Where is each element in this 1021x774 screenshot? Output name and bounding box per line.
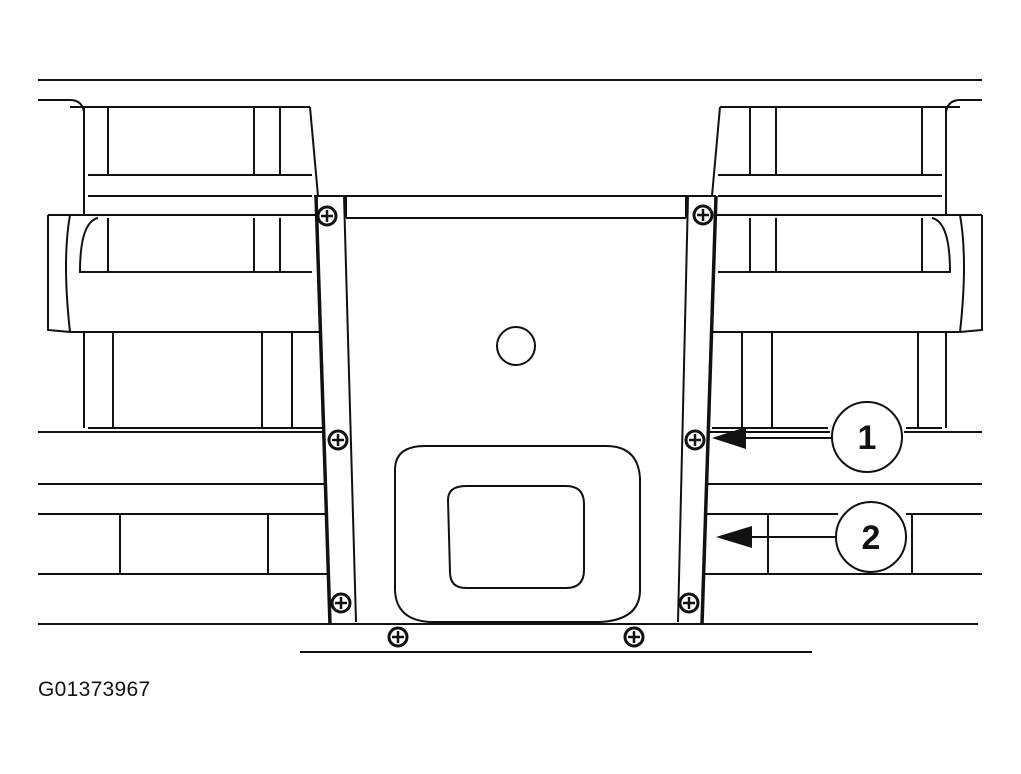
center-bracket <box>309 106 721 197</box>
callout-circle <box>835 501 907 573</box>
callout-circle <box>831 401 903 473</box>
screws <box>316 204 714 648</box>
callout-2: 2 <box>716 501 907 573</box>
center-hole <box>496 326 536 366</box>
screw-icon <box>623 626 645 648</box>
plate-window <box>446 485 585 589</box>
arrow-icon <box>712 427 746 449</box>
callout-number: 1 <box>858 419 877 457</box>
figure-id-label: G01373967 <box>38 678 151 701</box>
right-grille-bars <box>704 107 983 575</box>
plate-recess <box>394 445 641 623</box>
screw-icon <box>692 204 714 226</box>
license-plate-bracket <box>314 195 718 625</box>
left-grille-bars <box>38 107 328 575</box>
screw-icon <box>316 205 338 227</box>
hood-edge <box>38 79 982 113</box>
callout-1: 1 <box>712 401 903 473</box>
screw-icon <box>327 429 349 451</box>
arrow-icon <box>716 526 752 548</box>
screw-icon <box>684 429 706 451</box>
screw-icon <box>330 592 352 614</box>
callout-number: 2 <box>862 519 881 557</box>
screw-icon <box>387 626 409 648</box>
lower-valance <box>38 623 978 653</box>
screw-icon <box>678 592 700 614</box>
